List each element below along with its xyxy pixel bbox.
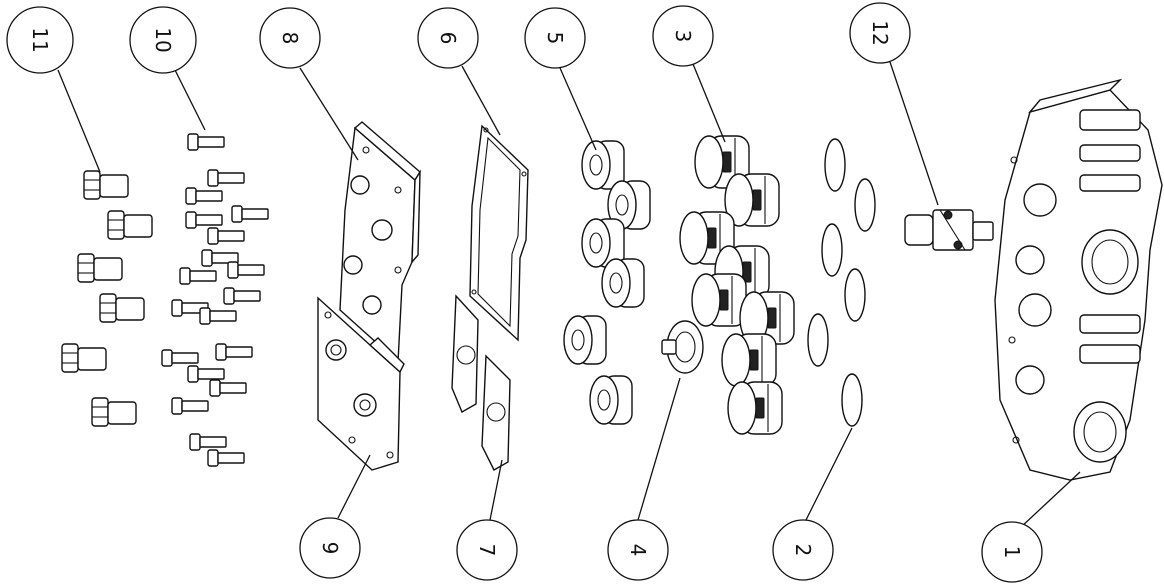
bolt: [227, 261, 265, 279]
bolt: [179, 267, 217, 285]
bolt: [171, 397, 209, 415]
bolt: [187, 133, 225, 151]
part-5-round-caps: [563, 140, 651, 425]
round-cap: [589, 375, 633, 425]
part-1-main-body: [994, 78, 1163, 481]
valve-cage: [727, 381, 783, 435]
bolt: [215, 343, 253, 361]
callout-12: 12: [849, 2, 911, 64]
callout-6: 6: [417, 7, 479, 69]
round-cap: [563, 315, 607, 365]
callout-10: 10: [129, 6, 197, 74]
part-6-gasket: [469, 124, 529, 342]
callout-7-label: 7: [475, 544, 499, 557]
leader-11: [57, 69, 101, 173]
round-cap: [581, 140, 625, 190]
bolt: [187, 365, 225, 383]
callout-10-label: 10: [151, 27, 175, 52]
leader-12: [889, 61, 939, 206]
callout-12-label: 12: [868, 20, 892, 45]
valve-cage: [691, 273, 747, 327]
callout-9: 9: [299, 517, 361, 579]
leader-4: [637, 377, 681, 521]
round-cap: [581, 218, 625, 268]
callout-6-label: 6: [436, 32, 460, 45]
bolt: [185, 187, 223, 205]
part-7-gasket: [451, 294, 511, 471]
leader-9: [337, 454, 371, 519]
leader-2: [805, 427, 853, 521]
callout-2: 2: [772, 519, 834, 581]
bolt: [209, 379, 247, 397]
round-cap: [607, 180, 651, 230]
bolt: [199, 307, 237, 325]
bolt: [189, 433, 227, 451]
part-4-valve-seat: [661, 320, 704, 374]
callout-8-label: 8: [278, 32, 302, 45]
leader-lines: [57, 59, 1081, 529]
part-10-bolts: [161, 133, 269, 467]
callout-5: 5: [524, 7, 586, 69]
leader-10: [169, 59, 206, 131]
part-12-sensor: [904, 209, 994, 251]
leader-6: [461, 65, 501, 136]
part-2-o-rings: [807, 138, 876, 427]
part-11-hex-caps: [61, 170, 153, 427]
callout-11: 11: [6, 6, 74, 74]
part-3-valve-cages: [679, 135, 795, 435]
bolt: [223, 287, 261, 305]
part-9-cover: [317, 296, 405, 471]
callout-3: 3: [652, 5, 714, 67]
bolt: [207, 449, 245, 467]
callout-4: 4: [607, 519, 669, 581]
callout-8: 8: [259, 7, 321, 69]
leader-1: [1019, 471, 1081, 529]
bolt: [231, 205, 269, 223]
callout-9-label: 9: [318, 542, 342, 555]
leader-3: [692, 63, 726, 143]
leader-8: [299, 67, 359, 161]
callout-1-label: 1: [1000, 546, 1024, 559]
callout-7: 7: [456, 519, 518, 581]
leader-7: [489, 459, 503, 521]
callout-5-label: 5: [543, 32, 567, 45]
callout-3-label: 3: [671, 30, 695, 43]
callouts: 11 10 8 6 5 3 12 9 7 4 2 1: [6, 2, 1043, 583]
bolt: [207, 227, 245, 245]
leader-5: [559, 67, 597, 151]
bolt: [161, 349, 199, 367]
callout-2-label: 2: [791, 544, 815, 557]
round-cap: [601, 258, 645, 308]
bolt: [207, 169, 245, 187]
callout-1: 1: [981, 521, 1043, 583]
callout-11-label: 11: [28, 27, 52, 52]
part-8-end-plate: [339, 121, 421, 364]
callout-4-label: 4: [626, 544, 650, 557]
bolt: [201, 249, 239, 267]
bolt: [185, 211, 223, 229]
valve-cage: [721, 333, 777, 387]
valve-cage: [694, 135, 750, 189]
valve-cage: [724, 173, 780, 227]
